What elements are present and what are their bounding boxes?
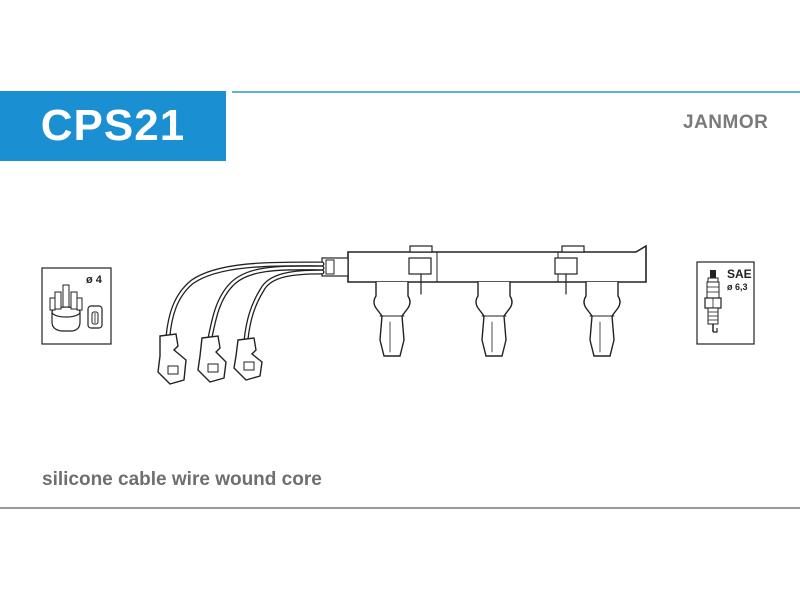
footer-rule xyxy=(0,507,800,509)
part-code: CPS21 xyxy=(40,101,186,150)
distributor-diameter-label: ø 4 xyxy=(86,274,102,286)
distributor-cap-icon xyxy=(41,267,112,345)
header-rule xyxy=(232,91,800,93)
brand-name: JANMOR xyxy=(683,112,769,133)
product-description: silicone cable wire wound core xyxy=(42,469,322,490)
spark-plug-standard-label: SAE xyxy=(727,267,752,281)
ignition-cable-set-icon xyxy=(157,244,647,385)
spark-plug-diameter-label: ø 6,3 xyxy=(727,282,748,292)
spark-plug-icon xyxy=(696,261,755,345)
part-code-box: CPS21 xyxy=(0,91,226,161)
